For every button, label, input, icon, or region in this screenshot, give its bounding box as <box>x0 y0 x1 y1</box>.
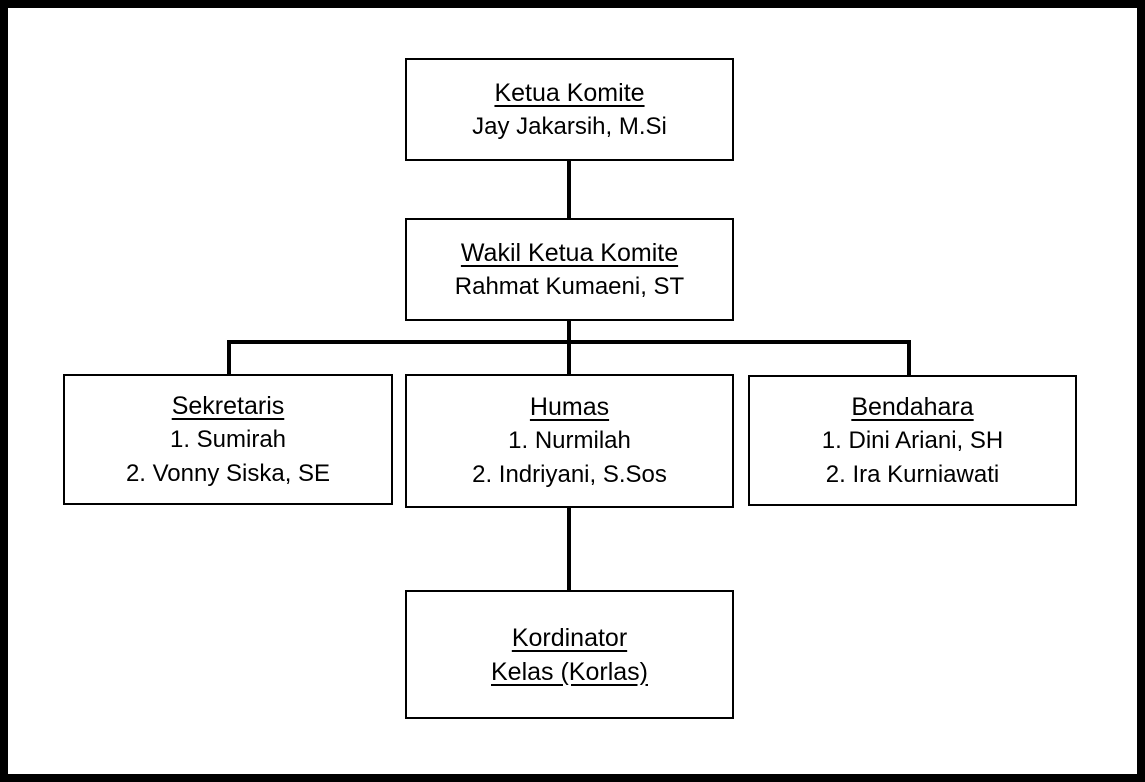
connector-humas-korlas <box>567 506 571 592</box>
ketua-title: Ketua Komite <box>494 78 645 107</box>
box-ketua-komite: Ketua Komite Jay Jakarsih, M.Si <box>405 58 734 161</box>
wakil-title: Wakil Ketua Komite <box>460 238 679 267</box>
bendahara-member: 2. Ira Kurniawati <box>825 460 1000 488</box>
wakil-name: Rahmat Kumaeni, ST <box>454 272 685 300</box>
connector-horizontal <box>227 340 911 344</box>
box-kordinator-kelas: Kordinator Kelas (Korlas) <box>405 590 734 719</box>
korlas-title-line: Kordinator <box>511 623 628 652</box>
connector-sekretaris <box>227 340 231 376</box>
box-bendahara: Bendahara 1. Dini Ariani, SH 2. Ira Kurn… <box>748 375 1077 506</box>
connector-wakil-down <box>567 320 571 376</box>
connector-ketua-wakil <box>567 160 571 220</box>
sekretaris-title: Sekretaris <box>171 391 285 420</box>
ketua-name: Jay Jakarsih, M.Si <box>472 112 667 140</box>
sekretaris-member: 1. Sumirah <box>169 425 287 453</box>
humas-member: 1. Nurmilah <box>508 427 631 454</box>
bendahara-member: 1. Dini Ariani, SH <box>821 426 1004 454</box>
humas-member: 2. Indriyani, S.Sos <box>472 461 667 488</box>
box-humas: Humas 1. Nurmilah 2. Indriyani, S.Sos <box>405 374 734 508</box>
box-sekretaris: Sekretaris 1. Sumirah 2. Vonny Siska, SE <box>63 374 393 505</box>
korlas-title-line: Kelas (Korlas) <box>491 657 648 686</box>
humas-title: Humas <box>529 393 610 421</box>
box-wakil-ketua: Wakil Ketua Komite Rahmat Kumaeni, ST <box>405 218 734 321</box>
sekretaris-member: 2. Vonny Siska, SE <box>125 459 331 487</box>
connector-bendahara <box>907 340 911 376</box>
bendahara-title: Bendahara <box>851 392 974 421</box>
